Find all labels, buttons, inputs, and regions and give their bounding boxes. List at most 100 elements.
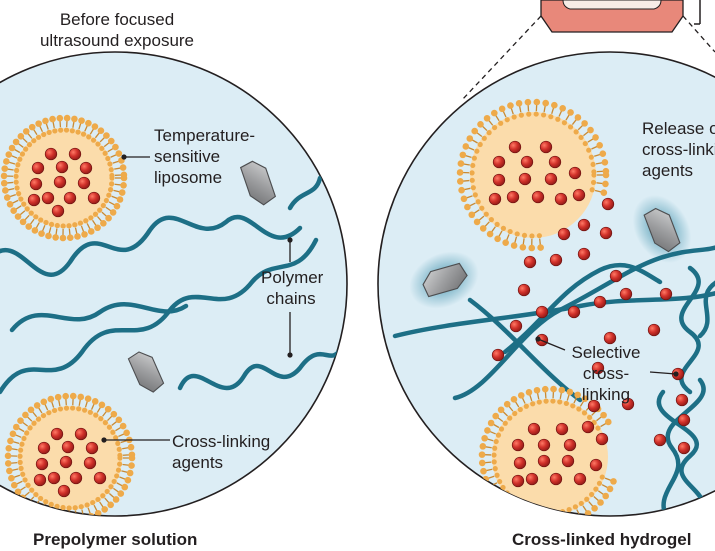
lipid-head-inner — [95, 496, 101, 503]
agent-particle — [581, 420, 595, 434]
lipid-head — [503, 400, 511, 408]
lipid-head — [12, 138, 20, 146]
lipid-head — [127, 443, 135, 451]
agent-particle — [59, 455, 73, 469]
lipid-head — [97, 127, 105, 135]
lipid-head — [59, 234, 67, 242]
agent-particle — [83, 456, 97, 470]
agent-particle — [554, 192, 568, 206]
agent-particle — [518, 172, 532, 186]
agent-particle — [603, 331, 617, 345]
crystal — [127, 351, 165, 393]
selective-cross-linking-label: Selective cross-linking — [560, 342, 652, 405]
lipid-head-inner — [567, 124, 574, 130]
lipid-head-inner — [57, 406, 64, 412]
lipid-head-inner — [43, 219, 49, 226]
agent-particle — [653, 433, 667, 447]
lipid-head — [126, 469, 134, 477]
release-label-line-1: Release of — [642, 119, 715, 138]
agent-particle — [33, 473, 47, 487]
lipid-head-inner — [521, 232, 528, 239]
agent-particle — [675, 393, 689, 407]
lipid-head-inner — [41, 131, 47, 138]
lipid-head — [71, 115, 78, 123]
lipid-head-inner — [507, 415, 513, 421]
agent-particle — [69, 471, 83, 485]
lipid-head-inner — [495, 432, 502, 438]
lipid-head — [66, 517, 73, 524]
lipid-head — [91, 398, 99, 405]
lipid-head — [515, 100, 523, 107]
lipid-head-inner — [486, 130, 492, 136]
agent-particle — [537, 454, 551, 468]
lipid-head-inner — [106, 192, 112, 198]
liposomes — [0, 114, 136, 524]
liposome-label-line-2: sensitive — [154, 147, 221, 166]
lipid-head — [480, 467, 487, 475]
lipid-head-inner — [599, 474, 605, 480]
lipid-head — [606, 485, 614, 493]
lipid-head-inner — [66, 505, 72, 511]
crystal — [409, 251, 479, 309]
release-label-line-2: cross-linking — [642, 140, 715, 159]
lipid-head-inner — [88, 215, 94, 221]
lipid-tail — [510, 504, 516, 511]
lipid-head — [91, 123, 99, 130]
lipid-head — [491, 109, 498, 117]
lipid-tail — [532, 513, 536, 516]
lipid-head — [47, 395, 55, 403]
lipid-head — [6, 201, 14, 208]
lipid-head — [27, 406, 35, 414]
lipid-head-inner — [492, 466, 498, 472]
lipid-head-inner — [46, 129, 52, 135]
lipid-head-inner — [18, 447, 24, 453]
lipid-head-inner — [18, 465, 24, 471]
agent-particle — [647, 323, 661, 337]
liposome-core — [470, 112, 596, 238]
lipid-head — [577, 514, 585, 516]
polymer-chains — [392, 243, 715, 516]
lipid-head — [119, 164, 127, 171]
lipid-head-inner — [35, 134, 42, 140]
lipid-head-inner — [54, 222, 60, 229]
agents-label-line-2: agents — [172, 453, 224, 472]
lipid-head-inner — [578, 134, 584, 141]
lipid-head — [42, 117, 49, 125]
lipid-head — [591, 505, 598, 512]
lipid-head-inner — [491, 459, 497, 465]
lipid-head-inner — [66, 223, 72, 229]
lipid-head-inner — [75, 129, 81, 135]
lipid-head-inner — [38, 495, 44, 502]
lipid-head-inner — [494, 221, 500, 227]
lipid-head — [559, 105, 566, 112]
liposome-label-line-3: liposome — [154, 168, 223, 187]
lipid-head — [94, 224, 101, 232]
lipid-head-inner — [31, 138, 37, 144]
agent-particle — [511, 438, 525, 452]
agent-particle — [549, 253, 563, 267]
lipid-head-inner — [502, 420, 508, 426]
lipid-head-inner — [82, 407, 88, 413]
lipid-head — [100, 219, 107, 227]
lipid-head — [40, 398, 48, 406]
lipid-head-inner — [25, 482, 31, 488]
lipid-head-inner — [100, 202, 106, 209]
lipid-head — [84, 395, 92, 403]
lipid-head-inner — [48, 221, 55, 227]
agent-particle — [520, 155, 534, 169]
lipid-head-inner — [582, 140, 588, 147]
lipid-head — [43, 512, 51, 516]
lipid-head — [533, 386, 541, 394]
lipid-head-inner — [54, 503, 60, 509]
lipid-head — [485, 483, 493, 491]
agent-particle — [93, 471, 107, 485]
lipid-head — [464, 203, 471, 211]
lipid-head — [9, 430, 17, 438]
agent-particle — [591, 361, 605, 375]
lipid-head — [4, 460, 12, 467]
lipid-head-inner — [491, 452, 497, 458]
lipid-head-inner — [498, 120, 504, 126]
liposome — [4, 392, 136, 524]
agent-particle — [677, 441, 691, 455]
lipid-head-inner — [99, 145, 105, 152]
